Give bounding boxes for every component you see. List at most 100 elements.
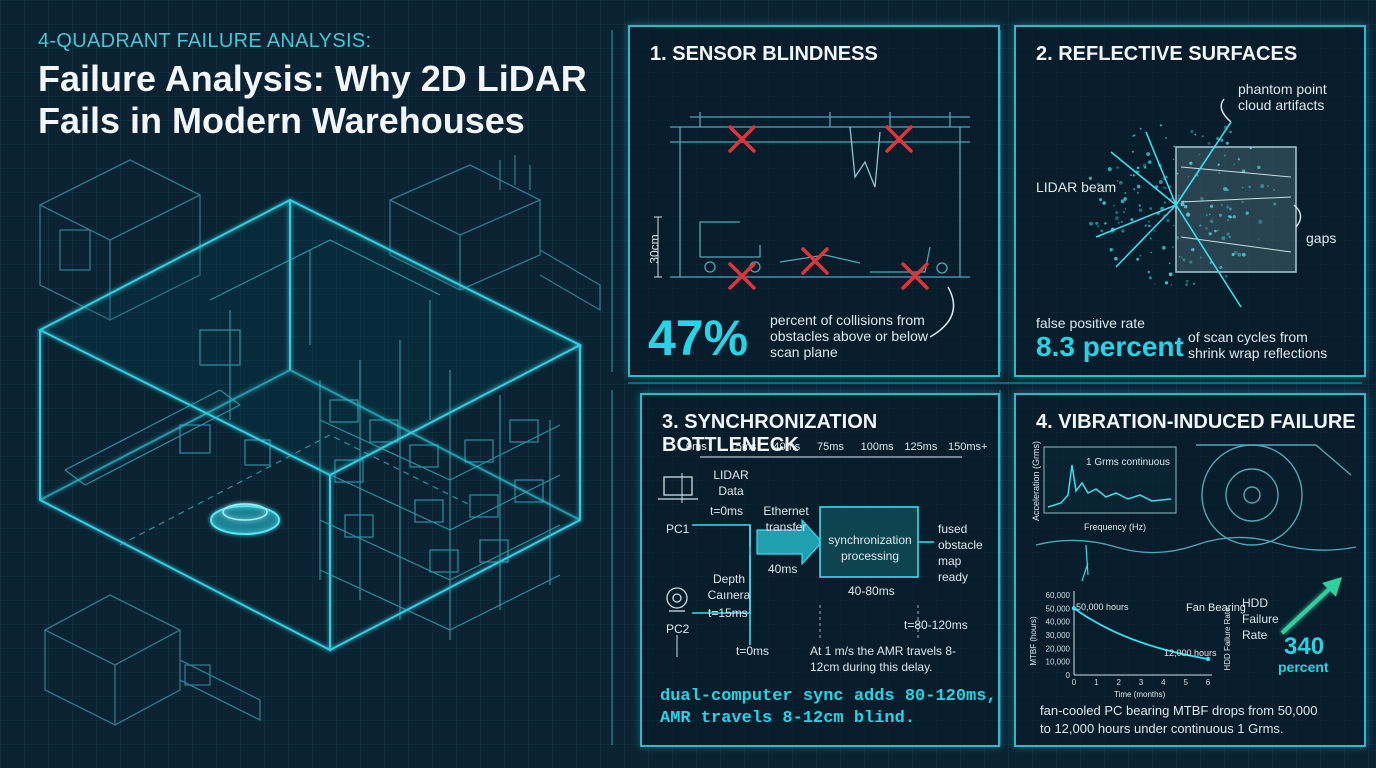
- point-cloud-dot: [1164, 136, 1168, 140]
- point-cloud-dot: [1118, 222, 1120, 224]
- hdd-unit: percent: [1278, 659, 1329, 675]
- point-cloud-dot: [1233, 163, 1236, 166]
- point-cloud-dot: [1109, 248, 1113, 252]
- point-cloud-dot: [1205, 214, 1208, 217]
- point-cloud-dot: [1144, 225, 1146, 227]
- scan-plane-diagram: [654, 112, 970, 338]
- point-cloud-dot: [1217, 229, 1219, 232]
- point-cloud-dot: [1220, 138, 1224, 142]
- point-cloud-dot: [1138, 208, 1143, 212]
- point-cloud-dot: [1153, 229, 1156, 232]
- point-cloud-dot: [1095, 221, 1099, 225]
- timeline-tick-label: 0ms: [686, 441, 707, 453]
- mtbf-x-tick: 6: [1206, 678, 1211, 687]
- point-cloud-dot: [1237, 252, 1242, 257]
- point-cloud-dot: [1131, 135, 1134, 138]
- point-cloud-dot: [1214, 229, 1217, 233]
- point-cloud-scatter: [1088, 124, 1277, 286]
- point-cloud-dot: [1116, 180, 1119, 182]
- point-cloud-dot: [1100, 229, 1104, 233]
- note-line-1: fan-cooled PC bearing MTBF drops from 50…: [1040, 703, 1318, 718]
- mtbf-xlabel: Time (months): [1114, 690, 1166, 699]
- point-cloud-dot: [1225, 141, 1229, 145]
- stat-value: 8.3 percent: [1036, 331, 1184, 362]
- point-cloud-dot: [1148, 160, 1152, 164]
- t-lidar: t=0ms: [710, 504, 744, 518]
- point-cloud-dot: [1123, 197, 1127, 201]
- point-cloud-dot: [1208, 232, 1212, 236]
- point-cloud-dot: [1170, 284, 1173, 286]
- point-cloud-dot: [1164, 186, 1167, 190]
- point-cloud-dot: [1096, 224, 1100, 228]
- point-cloud-dot: [1232, 215, 1236, 219]
- point-cloud-dot: [1089, 186, 1092, 189]
- point-cloud-dot: [1217, 163, 1220, 166]
- point-cloud-dot: [1136, 191, 1140, 195]
- point-cloud-dot: [1114, 216, 1119, 221]
- mtbf-y-tick: 50,000: [1046, 604, 1071, 613]
- timeline-diagram: [658, 456, 962, 657]
- point-cloud-dot: [1114, 256, 1118, 261]
- point-cloud-dot: [1124, 208, 1127, 210]
- spectrum-xlabel: Frequency (Hz): [1084, 522, 1147, 532]
- point-cloud-dot: [1136, 166, 1140, 170]
- point-cloud-dot: [1121, 229, 1125, 233]
- point-cloud-dot: [1192, 282, 1196, 286]
- point-cloud-dot: [1144, 166, 1147, 169]
- reflection-diagram: [1036, 98, 1302, 308]
- laptop-icon: [658, 476, 698, 500]
- t-end: t=80-120ms: [904, 618, 968, 632]
- vibration-spectrum: [1047, 464, 1172, 508]
- mtbf-series-line: [1073, 607, 1209, 660]
- label-lidar-beam: LIDAR beam: [1036, 179, 1117, 195]
- mtbf-y-tick: 60,000: [1046, 591, 1071, 600]
- point-cloud-dot: [1226, 232, 1230, 236]
- point-cloud-dot: [1131, 150, 1134, 153]
- point-cloud-dot: [1185, 283, 1188, 286]
- mtbf-y-tick: 40,000: [1046, 618, 1071, 627]
- point-cloud-dot: [1219, 265, 1223, 269]
- point-cloud-dot: [1241, 186, 1244, 189]
- point-cloud-dot: [1207, 141, 1211, 145]
- point-cloud-dot: [1183, 204, 1188, 209]
- point-cloud-dot: [1209, 219, 1214, 224]
- point-cloud-dot: [1226, 205, 1230, 209]
- mtbf-x-tick: 4: [1161, 678, 1166, 687]
- point-cloud-dot: [1194, 133, 1197, 136]
- point-cloud-dot: [1180, 202, 1185, 207]
- point-cloud-dot: [1176, 172, 1179, 175]
- panel-title: 2. REFLECTIVE SURFACES: [1036, 43, 1298, 65]
- point-cloud-dot: [1199, 224, 1202, 227]
- sync-processing-box: [819, 506, 919, 578]
- timeline-tick-label: 150ms+: [948, 441, 988, 453]
- point-cloud-dot: [1258, 219, 1263, 224]
- point-cloud-dot: [1168, 262, 1171, 265]
- point-cloud-dot: [1154, 283, 1156, 285]
- timeline-tick-label: 75ms: [817, 441, 844, 453]
- camera-icon: [666, 587, 688, 612]
- fused-label: fused obstacle map ready: [938, 522, 983, 584]
- point-cloud-dot: [1099, 198, 1103, 202]
- point-cloud-dot: [1172, 158, 1175, 161]
- point-cloud-dot: [1227, 215, 1231, 218]
- point-cloud-dot: [1218, 171, 1221, 174]
- pc1-label: PC1: [666, 522, 690, 536]
- mtbf-x-tick: 1: [1094, 678, 1099, 687]
- point-cloud-dot: [1186, 212, 1191, 217]
- point-cloud-dot: [1182, 258, 1186, 262]
- point-cloud-dot: [1161, 245, 1166, 250]
- point-cloud-dot: [1168, 272, 1173, 277]
- mtbf-data-point: [1071, 606, 1077, 611]
- point-cloud-dot: [1172, 224, 1175, 227]
- point-cloud-dot: [1273, 188, 1276, 191]
- point-cloud-dot: [1233, 250, 1238, 255]
- point-cloud-dot: [1121, 221, 1123, 223]
- point-cloud-dot: [1258, 238, 1260, 240]
- point-cloud-dot: [1248, 185, 1251, 189]
- timeline-tick-label: 100ms: [860, 441, 894, 453]
- point-cloud-dot: [1148, 276, 1152, 280]
